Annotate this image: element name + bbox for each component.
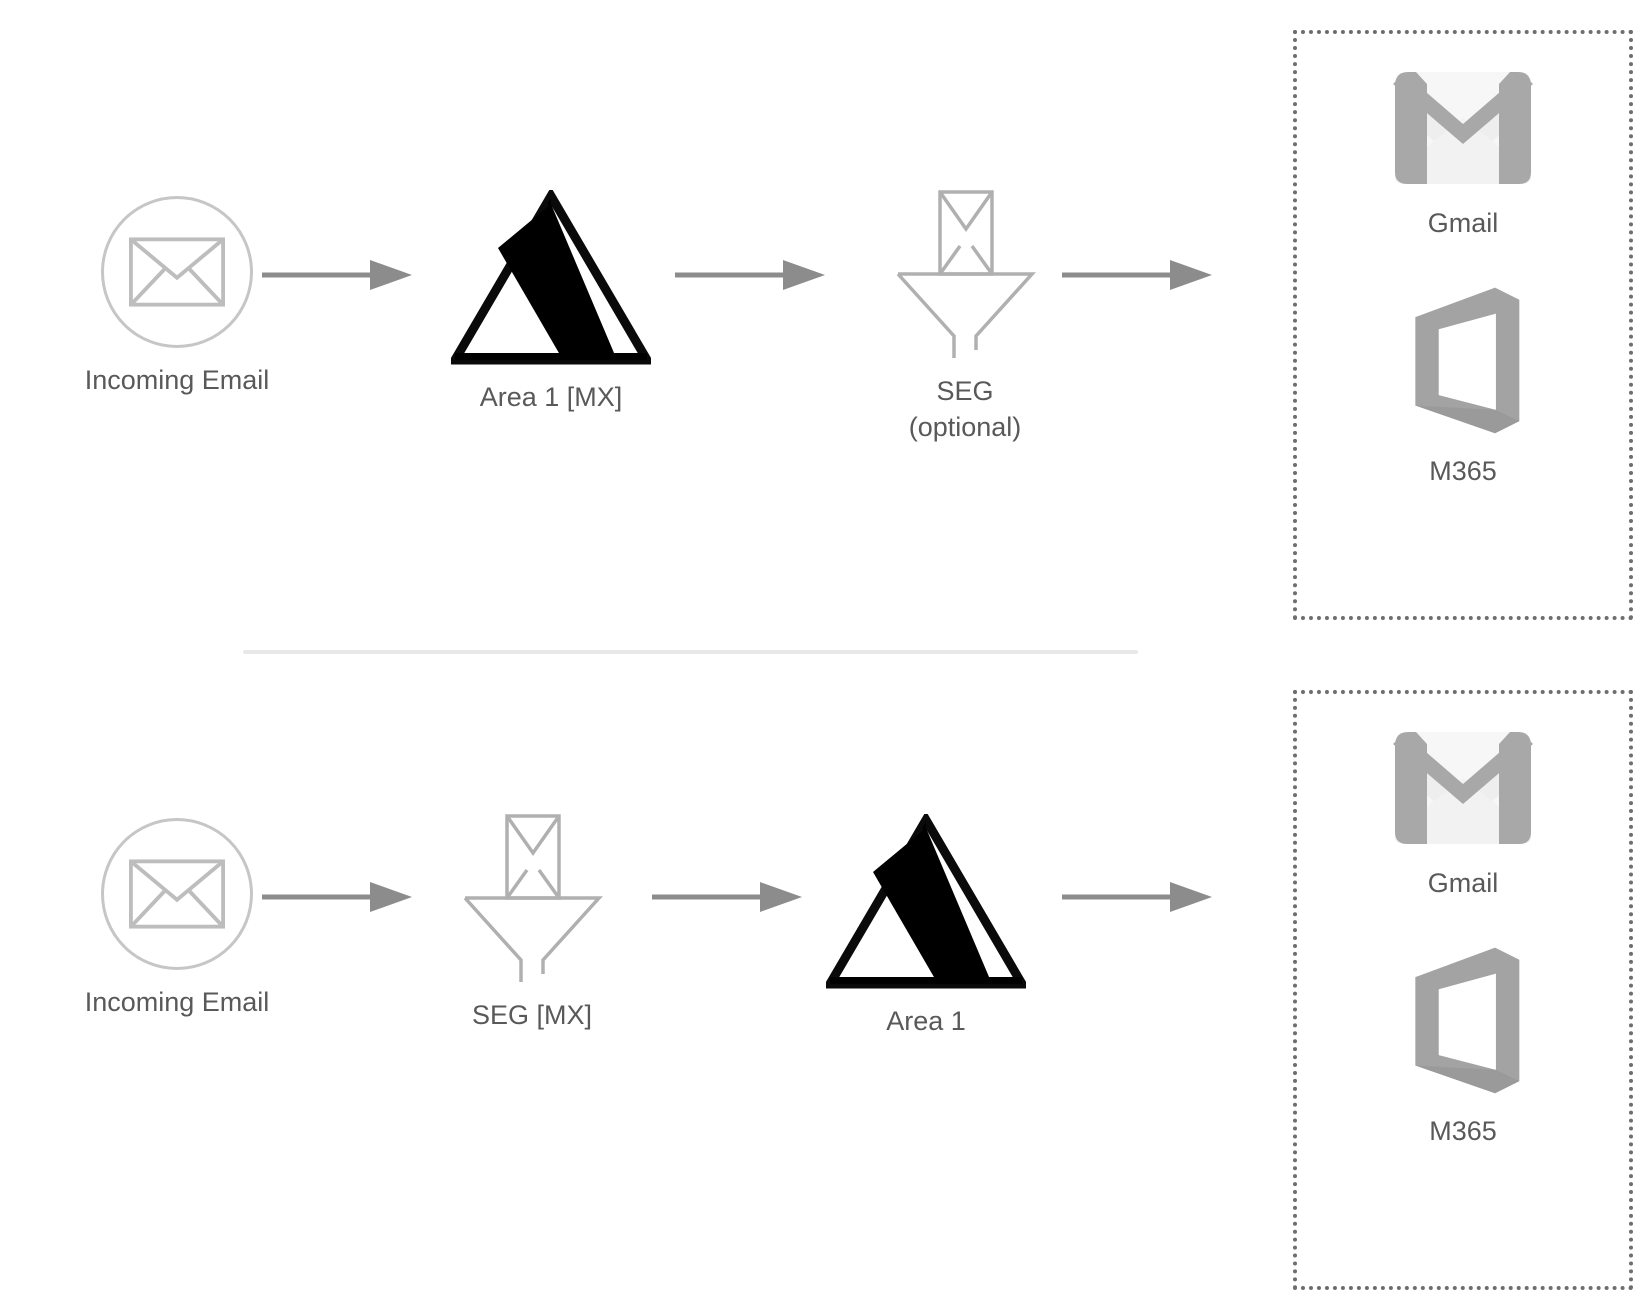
node-label-incoming-email: Incoming Email — [84, 365, 270, 395]
gmail-logo — [1393, 732, 1533, 844]
arrow-incoming-to-seg — [262, 880, 412, 914]
destination-item-gmail-2[interactable]: Gmail — [1383, 728, 1543, 900]
arrow-area1-to-destination — [1062, 880, 1212, 914]
seg-funnel-icon — [463, 814, 601, 983]
m365-logo — [1415, 947, 1520, 1094]
destination-item-m365-2[interactable]: M365 — [1398, 944, 1528, 1148]
area1-triangle-logo — [826, 814, 1026, 989]
envelope-icon — [129, 237, 225, 307]
area1-glyph — [451, 190, 651, 365]
destination-item-gmail[interactable]: Gmail — [1383, 68, 1543, 240]
gmail-logo — [1393, 72, 1533, 184]
arrow-incoming-to-area1 — [262, 258, 412, 292]
node-area1-mx[interactable]: Area 1 [MX] — [451, 190, 651, 415]
destination-label-m365-2: M365 — [1429, 1116, 1497, 1146]
node-label-area1: Area 1 — [886, 1006, 966, 1036]
m365-logo — [1415, 287, 1520, 434]
destination-box-top[interactable]: Gmail M365 — [1293, 30, 1633, 620]
seg-glyph-2 — [457, 808, 607, 983]
incoming-email-glyph-2 — [52, 818, 302, 970]
arrow-area1-to-seg — [675, 258, 825, 292]
destination-item-m365[interactable]: M365 — [1398, 284, 1528, 488]
destination-label-gmail-2: Gmail — [1427, 868, 1499, 898]
area1-glyph-2 — [826, 814, 1026, 989]
node-label-incoming-email-2: Incoming Email — [84, 987, 270, 1017]
flow-row-area1-mx: Incoming Email Area 1 [MX] — [0, 0, 1642, 640]
destination-label-gmail: Gmail — [1427, 208, 1499, 238]
node-area1[interactable]: Area 1 — [826, 814, 1026, 1039]
node-label-seg-optional: SEG (optional) — [908, 376, 1022, 442]
arrow-seg-to-destination — [1062, 258, 1212, 292]
seg-glyph — [890, 184, 1040, 359]
section-divider — [243, 650, 1138, 654]
destination-box-bottom[interactable]: Gmail M365 — [1293, 690, 1633, 1290]
seg-funnel-icon — [896, 190, 1034, 359]
incoming-email-circle — [101, 196, 253, 348]
node-incoming-email-2[interactable]: Incoming Email — [52, 818, 302, 1020]
node-seg-optional[interactable]: SEG (optional) — [890, 184, 1040, 445]
arrow-seg-to-area1 — [652, 880, 802, 914]
incoming-email-circle-2 — [101, 818, 253, 970]
node-incoming-email[interactable]: Incoming Email — [52, 196, 302, 398]
flow-row-seg-mx: Incoming Email SEG [MX] — [0, 648, 1642, 1306]
destination-label-m365: M365 — [1429, 456, 1497, 486]
area1-triangle-logo — [451, 190, 651, 365]
node-seg-mx[interactable]: SEG [MX] — [457, 808, 607, 1033]
node-label-seg-mx: SEG [MX] — [471, 1000, 593, 1030]
node-label-area1-mx: Area 1 [MX] — [479, 382, 623, 412]
incoming-email-glyph — [52, 196, 302, 348]
envelope-icon — [129, 859, 225, 929]
